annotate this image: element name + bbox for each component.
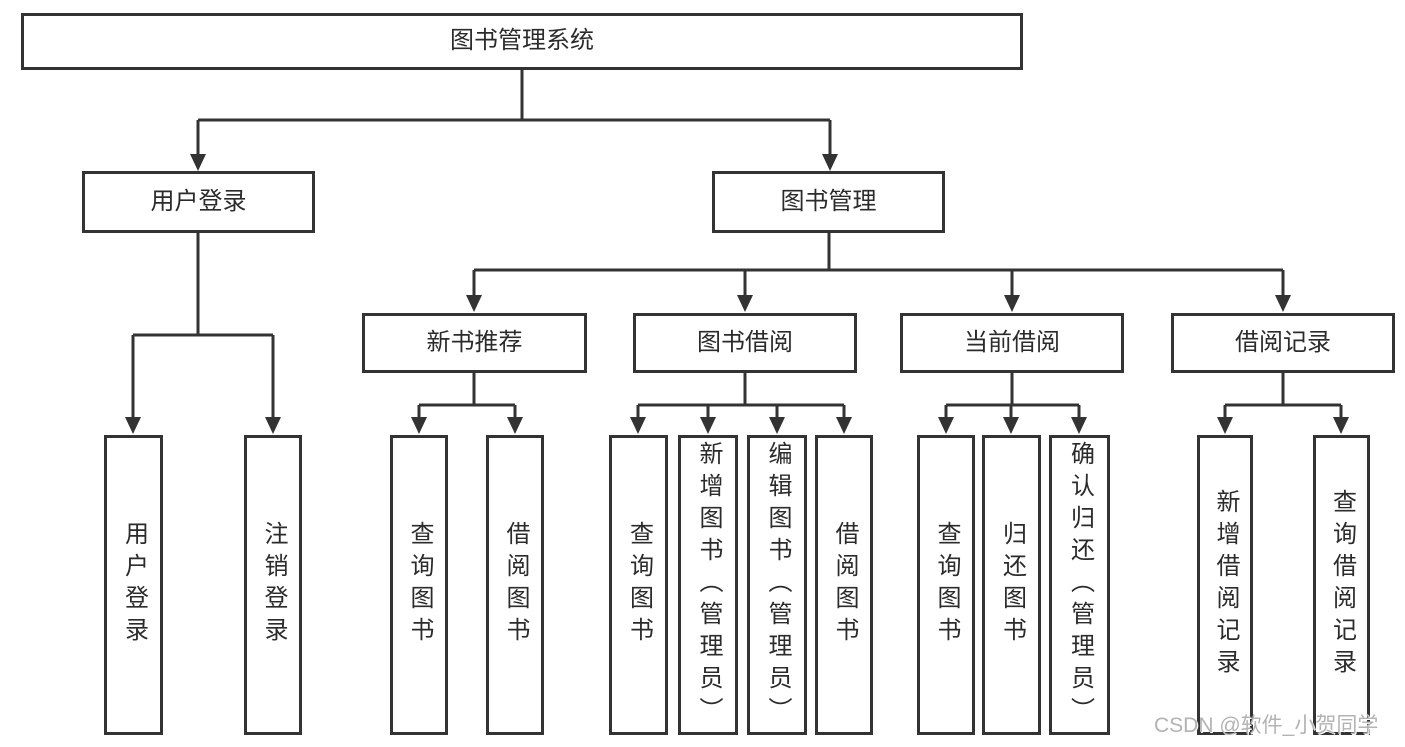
leaf-query-borrow-record-label: 查询借阅记录: [1328, 489, 1356, 681]
leaf-recommend-query-book: 查询图书: [390, 435, 448, 735]
node-current-borrowing: 当前借阅: [900, 313, 1124, 373]
csdn-watermark: CSDN @软件_小贺同学: [1154, 714, 1379, 737]
node-book-management: 图书管理: [712, 171, 945, 233]
leaf-user-login: 用户登录: [104, 435, 163, 735]
node-book-borrowing-label: 图书借阅: [697, 328, 793, 356]
leaf-borrowing-borrow-book: 借阅图书: [815, 435, 873, 735]
leaf-return-book-label: 归还图书: [998, 521, 1026, 649]
node-user-login: 用户登录: [82, 171, 315, 233]
leaf-current-query-book-label: 查询图书: [933, 521, 960, 649]
leaf-current-query-book: 查询图书: [917, 435, 975, 735]
leaf-logout-label: 注销登录: [260, 521, 287, 649]
leaf-confirm-return-admin: 确认归还（管理员）: [1049, 435, 1110, 735]
leaf-confirm-return-admin-label: 确认归还（管理员）: [1066, 441, 1094, 729]
leaf-recommend-borrow-book: 借阅图书: [486, 435, 544, 735]
node-borrow-records: 借阅记录: [1171, 313, 1395, 373]
node-user-login-label: 用户登录: [150, 187, 247, 215]
leaf-query-borrow-record: 查询借阅记录: [1313, 435, 1370, 735]
leaf-add-book-admin: 新增图书（管理员）: [678, 435, 738, 735]
leaf-recommend-borrow-book-label: 借阅图书: [502, 521, 529, 649]
leaf-return-book: 归还图书: [982, 435, 1041, 735]
leaf-add-borrow-record: 新增借阅记录: [1197, 435, 1253, 735]
node-book-management-label: 图书管理: [780, 187, 877, 215]
leaf-recommend-query-book-label: 查询图书: [406, 521, 433, 649]
leaf-logout: 注销登录: [244, 435, 302, 735]
leaf-add-borrow-record-label: 新增借阅记录: [1212, 489, 1239, 681]
node-book-borrowing: 图书借阅: [633, 313, 857, 373]
leaf-borrowing-query-book-label: 查询图书: [625, 521, 653, 649]
node-root-label: 图书管理系统: [450, 27, 594, 55]
leaf-add-book-admin-label: 新增图书（管理员）: [695, 441, 722, 729]
leaf-borrowing-borrow-book-label: 借阅图书: [831, 521, 858, 649]
leaf-borrowing-query-book: 查询图书: [609, 435, 668, 735]
node-root: 图书管理系统: [21, 13, 1023, 70]
node-current-borrowing-label: 当前借阅: [964, 328, 1060, 356]
node-new-book-recommend-label: 新书推荐: [426, 328, 523, 356]
leaf-edit-book-admin-label: 编辑图书（管理员）: [764, 441, 791, 729]
node-borrow-records-label: 借阅记录: [1235, 328, 1331, 356]
leaf-user-login-label: 用户登录: [120, 521, 148, 649]
node-new-book-recommend: 新书推荐: [362, 313, 587, 373]
leaf-edit-book-admin: 编辑图书（管理员）: [747, 435, 807, 735]
